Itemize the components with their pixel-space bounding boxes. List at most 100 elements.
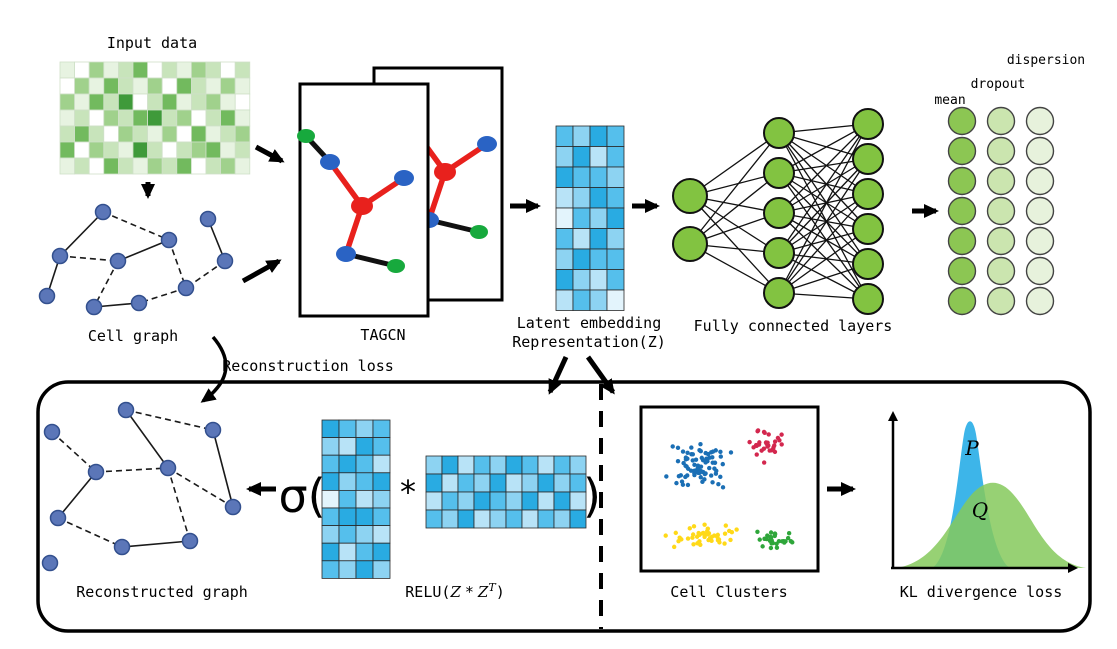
- heatmap-cell: [59, 125, 76, 143]
- cluster-dot-yellow: [702, 522, 707, 527]
- q-label: Q: [972, 498, 988, 522]
- zhorz-cell: [457, 491, 475, 511]
- zhorz-cell: [425, 473, 443, 493]
- latent-cell: [572, 125, 591, 147]
- cell-edge: [59, 255, 119, 262]
- tagcn-label: TAGCN: [360, 326, 405, 344]
- zhorz-cell: [569, 509, 587, 529]
- cell-edge: [117, 239, 170, 262]
- recon-node: [204, 421, 222, 439]
- z-matrix: [321, 419, 391, 579]
- cluster-dot-blue: [664, 474, 669, 479]
- output-node-dispersion: [1025, 196, 1055, 226]
- motif-blue-node: [477, 136, 497, 152]
- output-node-dropout: [986, 166, 1016, 196]
- zhorz-cell: [537, 509, 555, 529]
- relu-z1: Z: [449, 583, 461, 601]
- fc-neuron: [672, 178, 708, 214]
- fc-neuron: [852, 143, 884, 175]
- zvert-cell: [372, 542, 391, 562]
- cell-node: [94, 203, 112, 221]
- fc-connection: [778, 212, 869, 265]
- latent-cell: [555, 166, 574, 188]
- output-node-mean: [947, 196, 977, 226]
- cluster-dot-yellow: [671, 544, 677, 550]
- cluster-dot-blue: [700, 479, 705, 485]
- heatmap-cell: [132, 77, 149, 95]
- heatmap-cell: [118, 77, 134, 95]
- zvert-cell: [372, 489, 391, 509]
- cluster-dot-crimson: [766, 432, 771, 437]
- zvert-cell: [321, 525, 340, 544]
- latent-embedding-matrix: [555, 125, 625, 311]
- output-node-dispersion: [1025, 106, 1055, 136]
- cluster-dot-yellow: [727, 528, 732, 534]
- arrow-cellgraph-to-tagcn: [241, 258, 282, 284]
- zvert-cell: [372, 419, 391, 439]
- zhorz-cell: [425, 455, 443, 475]
- output-node-mean: [947, 166, 977, 196]
- latent-cell: [606, 125, 625, 147]
- heatmap-cell: [88, 157, 105, 175]
- zvert-cell: [355, 489, 374, 509]
- zhorz-cell: [537, 473, 555, 493]
- output-node-mean: [947, 286, 977, 316]
- cell-node: [85, 298, 103, 316]
- heatmap-cell: [220, 125, 236, 143]
- cluster-dot-blue: [707, 465, 712, 471]
- heatmap-cell: [190, 109, 207, 127]
- latent-cell: [589, 207, 608, 229]
- fc-connection: [778, 172, 869, 300]
- zhorz-cell: [537, 491, 555, 511]
- heatmap-cell: [205, 61, 222, 79]
- heatmap-cell: [118, 61, 134, 79]
- heatmap-cell: [88, 61, 105, 79]
- heatmap-cell: [74, 77, 90, 95]
- fc-neuron: [852, 213, 884, 245]
- zvert-cell: [321, 489, 340, 509]
- zhorz-cell: [441, 509, 459, 529]
- heatmap-cell: [103, 77, 119, 95]
- heatmap-cell: [103, 61, 119, 79]
- motif-green-node: [470, 225, 488, 239]
- fc-neuron: [763, 117, 795, 149]
- heatmap-cell: [176, 109, 192, 127]
- cluster-dot-green: [774, 545, 780, 550]
- heatmap-cell: [220, 141, 236, 159]
- cluster-dot-blue: [708, 450, 714, 455]
- heatmap-cell: [147, 125, 163, 143]
- cluster-dot-blue: [692, 468, 697, 473]
- output-node-dispersion: [1025, 226, 1055, 256]
- heatmap-cell: [132, 109, 149, 127]
- latent-cell: [555, 187, 574, 209]
- fc-connection: [778, 172, 869, 230]
- cluster-dot-green: [768, 530, 774, 535]
- fc-connection: [778, 123, 869, 174]
- zvert-cell: [338, 507, 357, 527]
- recon-edge: [212, 429, 234, 508]
- cluster-dot-crimson: [779, 442, 784, 447]
- heatmap-cell: [118, 109, 134, 127]
- heatmap-cell: [220, 77, 236, 95]
- heatmap-cell: [118, 157, 134, 175]
- latent-cell: [589, 125, 608, 147]
- relu-mid: *: [465, 583, 474, 601]
- recon-node: [49, 509, 67, 527]
- latent-label-line2: Representation(Z): [512, 333, 666, 351]
- heatmap-cell: [205, 93, 222, 111]
- fc-connection: [778, 172, 869, 265]
- arrow-latent-to-clusters: [585, 355, 616, 395]
- cluster-dot-yellow: [723, 523, 729, 528]
- recon-node: [43, 423, 61, 441]
- heatmap-cell: [59, 141, 76, 159]
- heatmap-cell: [103, 157, 119, 175]
- cluster-dot-blue: [710, 480, 715, 485]
- motif-blue-node: [336, 246, 356, 262]
- heatmap-cell: [103, 93, 119, 111]
- heatmap-cell: [74, 93, 90, 111]
- cluster-dot-yellow: [673, 530, 678, 536]
- zhorz-cell: [425, 509, 443, 529]
- heatmap-cell: [132, 61, 149, 79]
- reconstruction-loss-label: Reconstruction loss: [222, 357, 394, 375]
- zvert-cell: [338, 454, 357, 474]
